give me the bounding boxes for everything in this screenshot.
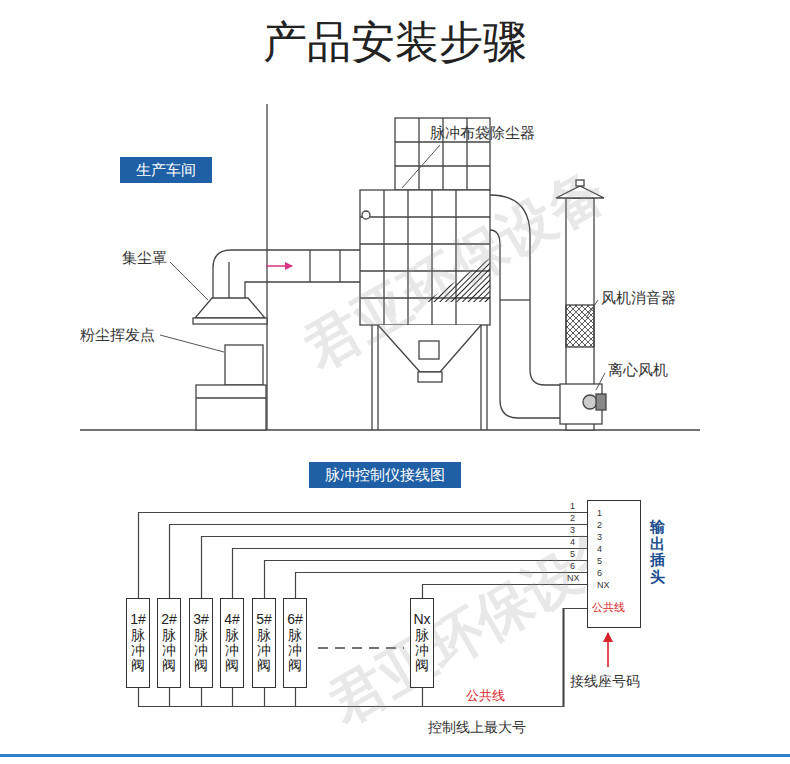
wire [296,609,588,707]
leader-line [160,335,224,352]
filter-bags [425,258,490,302]
part-label: 接线座号码 [570,673,640,690]
dust-hood [195,298,265,318]
valve-label: 3#脉冲阀 [192,612,211,674]
wire [139,513,588,599]
wire [423,585,588,599]
pulse-valve-box: Nx脉冲阀 [410,598,434,688]
pin-number: 5 [597,555,640,567]
pulse-valve-box: 4#脉冲阀 [220,598,244,688]
part-label: 脉冲布袋除尘器 [430,124,535,142]
wire [233,549,588,599]
inlet-duct-top [213,250,362,298]
leader-line [402,145,440,188]
wire-label: NX [567,573,580,583]
stack-cap-top [576,180,584,186]
wire-label: 2 [570,513,575,523]
pulse-valve-box: 1#脉冲阀 [126,598,150,688]
wire [170,609,588,707]
band-text: 脉冲控制仪接线图 [325,465,445,485]
dust-source-top [225,345,263,385]
valve-label: 4#脉冲阀 [223,612,242,674]
ground-line [80,429,700,430]
wire [139,609,588,707]
wire-label: 公共线 [466,688,505,703]
pin-number: NX [597,579,640,591]
omitted-valves-dash [318,647,404,648]
wire-label: 3 [570,525,575,535]
fan-silencer [566,305,594,347]
dust-source-line [196,397,266,398]
part-label: 集尘罩 [122,249,167,267]
collector-grid [360,190,490,325]
band-text: 生产车间 [136,160,196,180]
hopper-outlet [418,372,442,382]
title-band: 生产车间 [120,157,212,183]
pulse-valve-box: 6#脉冲阀 [283,598,307,688]
collector-hopper [378,325,481,372]
leader-line [170,262,208,300]
page-title: 产品安装步骤 [0,14,790,70]
common-pin-label: 公共线 [592,601,625,614]
wire-label: 5 [570,549,575,559]
valve-label: 6#脉冲阀 [286,612,305,674]
part-label: 粉尘挥发点 [80,326,155,344]
pin-number: 6 [597,567,640,579]
wire-label: 1 [570,501,575,511]
plug-heading: 输出插头 [650,519,665,585]
fan-motor [583,395,597,409]
duct-joint [339,250,340,282]
wire [265,609,588,707]
pin-number: 2 [597,519,640,531]
wire-label: 6 [570,561,575,571]
part-label: 风机消音器 [601,289,676,307]
outlet-duct-inner [490,230,562,418]
wire [202,609,588,707]
valve-label: Nx脉冲阀 [413,612,432,674]
pin-number: 3 [597,531,640,543]
inlet-duct-bottom [245,282,362,298]
part-label: 离心风机 [608,361,668,379]
wire [202,537,588,599]
wire [265,561,588,599]
leader-line [586,300,598,318]
pulse-valve-box: 2#脉冲阀 [157,598,181,688]
duct-joint [309,250,310,282]
leader-line [596,373,605,390]
valve-label: 5#脉冲阀 [255,612,274,674]
pulse-valve-box: 3#脉冲阀 [189,598,213,688]
dust-source-base [196,385,266,430]
pin-number: 4 [597,543,640,555]
wire [296,573,588,599]
pin-number: 1 [597,507,640,519]
part-label: 控制线上最大号 [428,719,526,736]
watermark: 君亚环保设备 [291,153,620,387]
pulse-valve-symbol [362,211,370,219]
workshop-wall [266,104,267,430]
valve-label: 1#脉冲阀 [129,612,148,674]
stack-cap [556,186,604,198]
collector-body [360,190,490,325]
pointer-arrow [607,633,609,667]
duct-joint [500,299,530,300]
wire [170,525,588,599]
inlet-duct-edge [228,262,229,298]
wire [423,609,588,707]
outlet-duct-outer [490,195,562,385]
pulse-valve-box: 5#脉冲阀 [252,598,276,688]
wire-label: 4 [570,537,575,547]
hopper-window [419,341,439,359]
collector-legs [372,325,487,430]
airflow-arrow [266,265,292,267]
valve-label: 2#脉冲阀 [160,612,179,674]
fan-motor-body [596,394,606,410]
dust-hood-rim [193,318,267,324]
output-plug-box: 123456NX公共线输出插头 [587,500,641,628]
title-band: 脉冲控制仪接线图 [309,462,461,488]
bottom-rule [0,754,790,757]
